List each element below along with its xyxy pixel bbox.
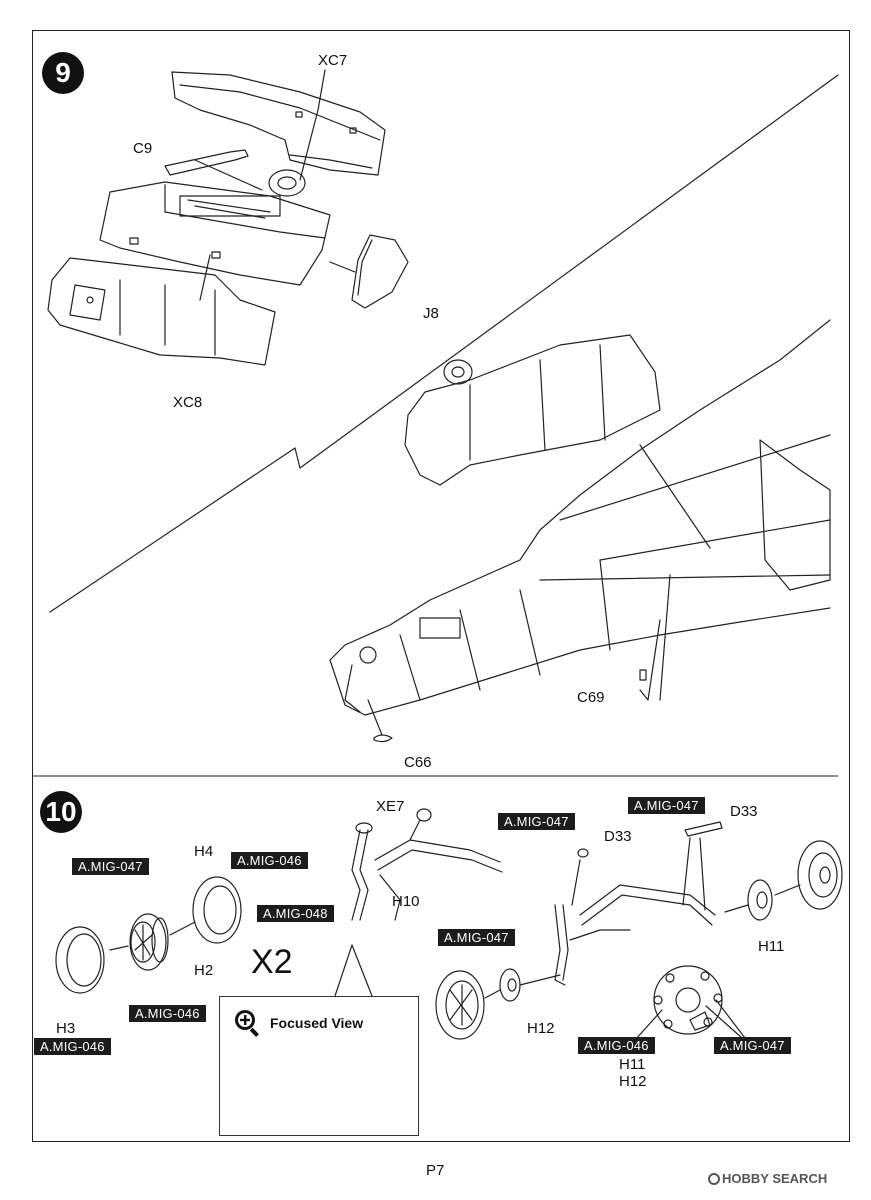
paint-a047-strut: A.MIG-047 xyxy=(498,813,575,830)
cockpit-tub-drawing xyxy=(99,181,331,286)
main-gear-strut-drawing xyxy=(554,821,723,986)
part-h11-drawing xyxy=(747,879,773,921)
label-h3: H3 xyxy=(56,1020,76,1037)
circle-logo-icon xyxy=(708,1173,720,1185)
focused-view-title: Focused View xyxy=(270,1015,364,1031)
label-h4: H4 xyxy=(194,843,214,860)
part-c66-drawing xyxy=(373,734,393,743)
label-h11-detail: H11 xyxy=(619,1056,646,1073)
label-h10: H10 xyxy=(392,893,420,910)
part-h10-drawing xyxy=(351,808,503,921)
leader-a047-detail xyxy=(705,999,746,1039)
label-d33-left: D33 xyxy=(604,828,632,845)
main-wheel-left-drawing xyxy=(435,970,485,1040)
label-xe7: XE7 xyxy=(376,798,405,815)
step-9-number: 9 xyxy=(55,57,71,88)
quantity-multiplier: X2 xyxy=(251,943,293,981)
part-j8-drawing xyxy=(351,234,409,309)
paint-a047-detail: A.MIG-047 xyxy=(714,1037,791,1054)
step-10-badge: 10 xyxy=(40,791,82,833)
arrow-h12-wheel xyxy=(519,974,561,986)
diagonal-divider xyxy=(49,74,839,613)
label-h2: H2 xyxy=(194,962,214,979)
arrow-xc8 xyxy=(199,254,211,301)
step-10-number: 10 xyxy=(45,796,77,827)
label-h12-detail: H12 xyxy=(619,1073,647,1090)
paint-a048: A.MIG-048 xyxy=(257,905,334,922)
arrow-c69-b xyxy=(659,574,671,701)
main-wheel-right-drawing xyxy=(797,840,843,910)
part-h4-drawing xyxy=(192,876,242,944)
arrow-h12 xyxy=(484,989,501,999)
page-frame xyxy=(32,30,850,1142)
paint-a047-top-right: A.MIG-047 xyxy=(628,797,705,814)
focus-callout-wedge xyxy=(334,944,373,997)
part-h3-drawing xyxy=(55,926,105,994)
hub-detail-drawing xyxy=(653,965,723,1035)
page-number: P7 xyxy=(426,1162,445,1179)
watermark: HOBBY SEARCH xyxy=(708,1171,827,1186)
focused-view-panel: Focused View xyxy=(219,996,419,1136)
paint-a046-tire: A.MIG-046 xyxy=(34,1038,111,1055)
label-h11: H11 xyxy=(758,938,785,955)
paint-a046-detail: A.MIG-046 xyxy=(578,1037,655,1054)
nose-wheel-drawing xyxy=(268,169,306,197)
arrow-wheel-right xyxy=(774,884,801,896)
arrow-nose-join xyxy=(639,444,711,549)
arrow-c66 xyxy=(367,699,383,736)
label-xc8: XC8 xyxy=(173,394,203,411)
assembled-nose-drawing xyxy=(404,334,661,486)
part-h12-drawing xyxy=(499,968,521,1002)
part-h2-drawing xyxy=(129,913,169,971)
leader-a046-detail xyxy=(634,1009,663,1041)
main-fuselage-drawing xyxy=(329,319,831,716)
part-c9-drawing xyxy=(164,149,249,176)
paint-a047-left: A.MIG-047 xyxy=(72,858,149,875)
label-c66: C66 xyxy=(404,754,432,771)
label-xc7: XC7 xyxy=(318,52,348,69)
label-d33-right: D33 xyxy=(730,803,758,820)
arrow-h11 xyxy=(724,904,749,913)
paint-a046-top: A.MIG-046 xyxy=(231,852,308,869)
paint-a047-wheel: A.MIG-047 xyxy=(438,929,515,946)
part-xc7-drawing xyxy=(171,71,386,176)
arrow-c9 xyxy=(194,159,263,191)
paint-a046-hub: A.MIG-046 xyxy=(129,1005,206,1022)
part-c69-drawing xyxy=(639,669,647,681)
arrow-h4 xyxy=(169,921,196,936)
watermark-text: HOBBY SEARCH xyxy=(722,1171,828,1186)
magnifier-plus-icon xyxy=(235,1010,259,1037)
arrow-j8 xyxy=(329,261,356,273)
label-j8: J8 xyxy=(423,305,439,322)
label-h12: H12 xyxy=(527,1020,555,1037)
label-c69: C69 xyxy=(577,689,605,706)
step-9-badge: 9 xyxy=(42,52,84,94)
label-c9: C9 xyxy=(133,140,153,157)
arrow-c69-a xyxy=(639,619,661,701)
arrow-h3 xyxy=(109,945,129,951)
part-xc8-drawing xyxy=(47,257,276,366)
arrow-xc7 xyxy=(299,69,326,181)
